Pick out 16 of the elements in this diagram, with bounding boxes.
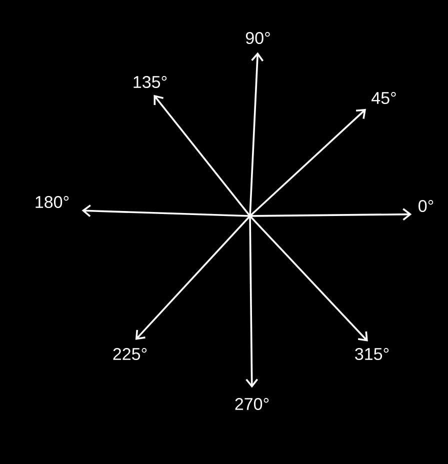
arrow <box>249 108 366 217</box>
arrow <box>82 204 250 217</box>
arrow <box>249 52 264 216</box>
arrow <box>154 94 251 217</box>
angle-label: 135° <box>134 76 167 88</box>
angle-label: 90° <box>246 32 270 44</box>
arrow <box>250 208 412 221</box>
angle-label: 180° <box>36 196 69 208</box>
angle-label: 0° <box>418 200 434 212</box>
arrow <box>246 216 258 388</box>
angle-label: 45° <box>372 92 396 104</box>
arrow <box>135 215 251 340</box>
arrow <box>249 215 368 342</box>
angle-label: 315° <box>355 348 389 360</box>
angle-label: 225° <box>113 348 147 360</box>
angle-label: 270° <box>235 398 269 410</box>
